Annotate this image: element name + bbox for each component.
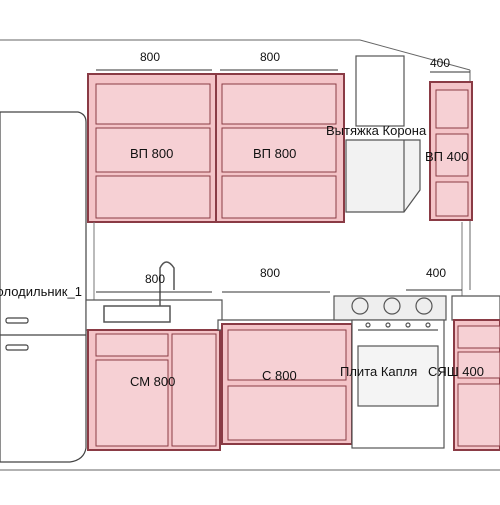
sink-faucet bbox=[103, 261, 175, 323]
label-fridge: Холодильник_1 bbox=[0, 284, 82, 299]
label-wall-cabinet-mid: ВП 800 bbox=[253, 146, 297, 161]
dim-base-mid: 800 bbox=[260, 266, 281, 280]
base-cabinet-mid bbox=[217, 319, 353, 445]
label-sink-base: СМ 800 bbox=[130, 374, 176, 389]
wall-cabinet-mid bbox=[215, 73, 345, 223]
dimension-lines bbox=[96, 69, 470, 293]
range-hood bbox=[345, 55, 421, 213]
dim-upper-right: 400 bbox=[430, 56, 451, 70]
stove bbox=[333, 295, 447, 449]
dim-upper-mid: 800 bbox=[260, 50, 281, 64]
label-hood: Вытяжка Корона bbox=[326, 123, 427, 138]
dim-upper-left: 800 bbox=[140, 50, 161, 64]
backsplash bbox=[93, 222, 463, 300]
wall-cabinet-right bbox=[429, 81, 473, 221]
dim-base-left: 800 bbox=[145, 272, 166, 286]
base-cabinet-right bbox=[451, 295, 500, 451]
label-stove: Плита Капля bbox=[340, 364, 418, 379]
wall-cabinet-left bbox=[87, 73, 217, 223]
label-wall-cabinet-right: ВП 400 bbox=[425, 149, 469, 164]
fridge bbox=[0, 111, 87, 463]
label-base-right: СЯШ 400 bbox=[428, 364, 484, 379]
dim-base-right: 400 bbox=[426, 266, 447, 280]
label-base-mid: С 800 bbox=[262, 368, 297, 383]
label-wall-cabinet-left: ВП 800 bbox=[130, 146, 174, 161]
